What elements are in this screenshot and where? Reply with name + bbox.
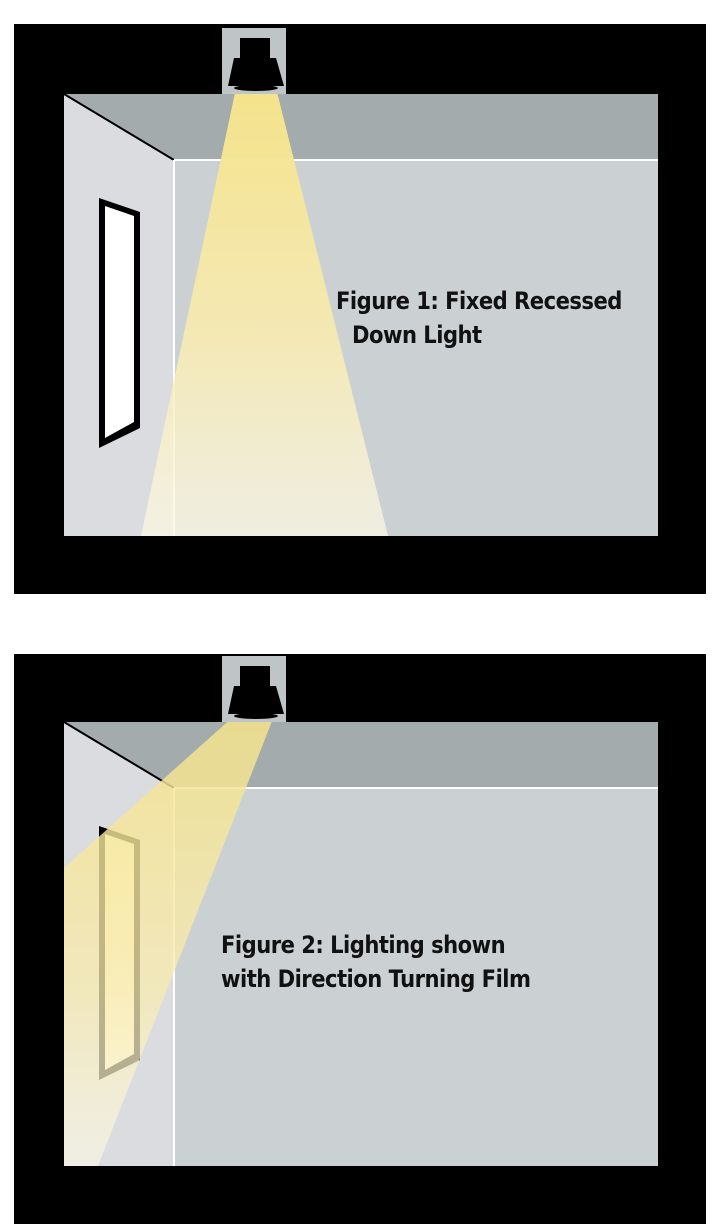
back-wall — [174, 788, 658, 1166]
figure-2-caption-line-2: with Direction Turning Film — [221, 965, 531, 993]
figure-1-room-illustration — [14, 24, 706, 594]
recessed-downlight-icon — [222, 656, 286, 722]
recessed-downlight-icon — [222, 28, 286, 94]
ceiling — [64, 722, 658, 788]
figure-1-caption-line-1: Figure 1: Fixed Recessed — [336, 287, 622, 315]
light-beam — [141, 88, 388, 536]
ceiling — [64, 94, 658, 160]
figure-1-caption-line-2: Down Light — [352, 321, 482, 349]
ceiling-corner-edge — [63, 93, 175, 161]
figure-2-room-illustration — [14, 654, 706, 1224]
ceiling-corner-edge — [63, 721, 175, 789]
figure-1-panel: Figure 1: Fixed Recessed Down Light — [0, 0, 720, 610]
figure-2-panel: Figure 2: Lighting shown with Direction … — [0, 630, 720, 1230]
window-pane — [105, 206, 134, 438]
light-beam — [64, 716, 274, 1166]
figure-2-caption-line-1: Figure 2: Lighting shown — [221, 931, 506, 959]
